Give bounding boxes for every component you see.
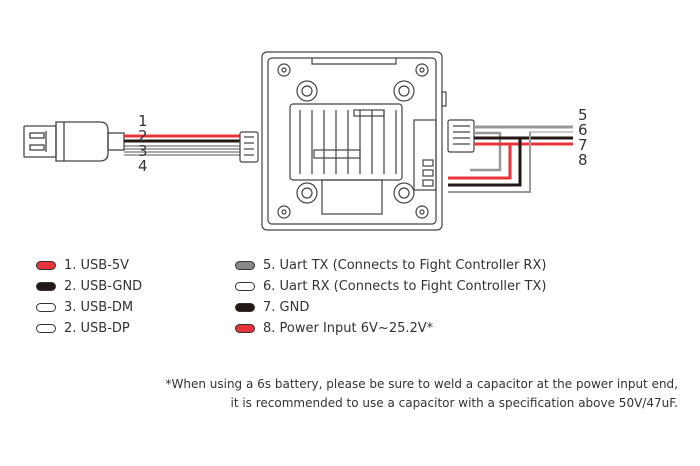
legend-label: 6. Uart RX (Connects to Fight Controller…: [263, 279, 547, 294]
fc-port-connector: [447, 119, 475, 153]
fc-pin-label: 8: [578, 151, 588, 169]
legend-label: 2. USB-DP: [64, 321, 130, 336]
legend-item: 8. Power Input 6V~25.2V*: [235, 318, 546, 339]
legend-item: 6. Uart RX (Connects to Fight Controller…: [235, 276, 546, 297]
legend-label: 3. USB-DM: [64, 300, 134, 315]
legend-label: 2. USB-GND: [64, 279, 143, 294]
fc-pin-label: 6: [578, 121, 588, 139]
wire-color-swatch: [36, 282, 56, 291]
fc-wires: [448, 125, 573, 193]
usb-pin-label: 3: [138, 142, 148, 160]
usb-pin-label: 4: [138, 157, 148, 175]
usb-pin-label: 2: [138, 127, 148, 145]
usb-port-connector: [239, 131, 259, 163]
fc-legend: 5. Uart TX (Connects to Fight Controller…: [235, 255, 546, 339]
legend-item: 7. GND: [235, 297, 546, 318]
usb-wires: [124, 134, 240, 156]
fc-pin-label: 7: [578, 136, 588, 154]
wire-color-swatch: [235, 303, 255, 312]
wire-color-swatch: [36, 303, 56, 312]
legend-item: 3. USB-DM: [36, 297, 142, 318]
wire-color-swatch: [36, 324, 56, 333]
usb-pin-label: 1: [138, 112, 148, 130]
legend-label: 1. USB-5V: [64, 258, 130, 273]
wire-color-swatch: [235, 261, 255, 270]
legend-item: 1. USB-5V: [36, 255, 142, 276]
capacitor-note: *When using a 6s battery, please be sure…: [165, 375, 678, 413]
legend-item: 2. USB-DP: [36, 318, 142, 339]
wire-color-swatch: [235, 324, 255, 333]
module-board: [261, 51, 447, 231]
usb-connector-icon: [23, 121, 125, 162]
fc-pin-label: 5: [578, 106, 588, 124]
note-line: *When using a 6s battery, please be sure…: [165, 377, 678, 391]
wire-color-swatch: [235, 282, 255, 291]
legend-label: 5. Uart TX (Connects to Fight Controller…: [263, 258, 547, 273]
wiring-diagram: 1 2 3 4: [23, 51, 588, 231]
wire-color-swatch: [36, 261, 56, 270]
legend-label: 8. Power Input 6V~25.2V*: [263, 321, 434, 336]
usb-legend: 1. USB-5V 2. USB-GND 3. USB-DM 2. USB-DP: [36, 255, 142, 339]
note-line: it is recommended to use a capacitor wit…: [230, 396, 678, 410]
legend-label: 7. GND: [263, 300, 310, 315]
legend-item: 2. USB-GND: [36, 276, 142, 297]
legend-item: 5. Uart TX (Connects to Fight Controller…: [235, 255, 546, 276]
